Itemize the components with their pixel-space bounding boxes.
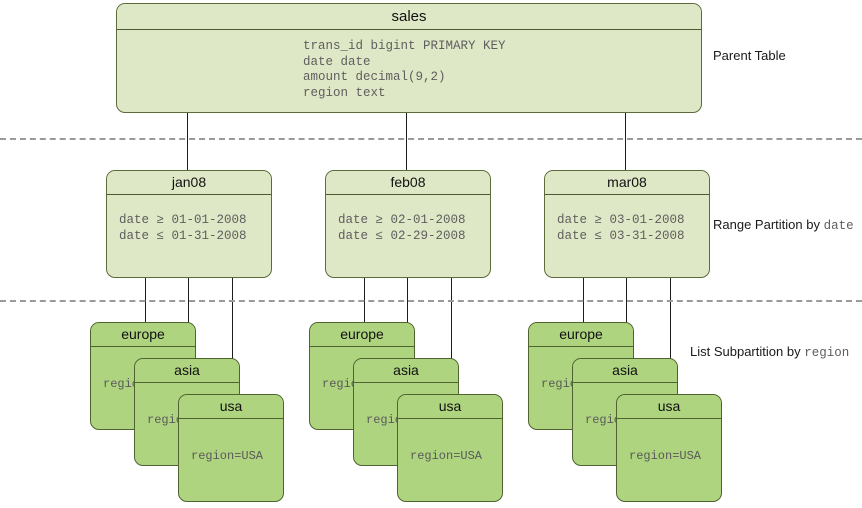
subpartition-title: asia [135,359,239,383]
annotation-range-key: date [823,219,854,233]
subpartition-title: usa [617,395,721,419]
subpartition-box-mar08-usa: usa region=USA [616,394,722,502]
annotation-parent-table: Parent Table [713,48,786,63]
partition-conditions: date ≥ 01-01-2008 date ≤ 01-31-2008 [107,195,271,244]
subpartition-box-feb08-usa: usa region=USA [397,394,503,502]
subpartition-title: europe [310,323,414,347]
annotation-list-prefix: List Subpartition by [690,344,805,359]
connector-jan08-asia [188,277,189,359]
divider-range-list [0,300,862,302]
subpartition-condition: region=USA [179,419,283,464]
subpartition-title: europe [91,323,195,347]
divider-parent-range [0,138,862,140]
subpartition-condition: region=USA [617,419,721,464]
partition-conditions: date ≥ 03-01-2008 date ≤ 03-31-2008 [545,195,709,244]
partition-conditions: date ≥ 02-01-2008 date ≤ 02-29-2008 [326,195,490,244]
parent-table-columns: trans_id bigint PRIMARY KEY date date am… [117,30,701,101]
partition-box-jan08: jan08 date ≥ 01-01-2008 date ≤ 01-31-200… [106,170,272,278]
annotation-range-partition: Range Partition by date [713,217,854,233]
connector-feb08-asia [407,277,408,359]
connector-jan08-usa [232,277,233,395]
partition-title: feb08 [326,171,490,195]
connector-parent-mar08 [625,112,626,171]
subpartition-title: asia [573,359,677,383]
subpartition-title: usa [398,395,502,419]
subpartition-title: asia [354,359,458,383]
connector-parent-feb08 [406,112,407,171]
parent-table-sales: sales trans_id bigint PRIMARY KEY date d… [116,3,702,113]
annotation-list-subpartition: List Subpartition by region [690,344,849,360]
parent-table-title: sales [117,4,701,30]
annotation-list-key: region [804,346,850,360]
partition-title: jan08 [107,171,271,195]
partition-title: mar08 [545,171,709,195]
partition-box-feb08: feb08 date ≥ 02-01-2008 date ≤ 02-29-200… [325,170,491,278]
connector-mar08-usa [670,277,671,395]
partition-box-mar08: mar08 date ≥ 03-01-2008 date ≤ 03-31-200… [544,170,710,278]
connector-parent-jan08 [187,112,188,171]
annotation-range-prefix: Range Partition by [713,217,824,232]
subpartition-title: usa [179,395,283,419]
connector-feb08-usa [451,277,452,395]
subpartition-box-jan08-usa: usa region=USA [178,394,284,502]
subpartition-title: europe [529,323,633,347]
subpartition-condition: region=USA [398,419,502,464]
connector-mar08-asia [626,277,627,359]
